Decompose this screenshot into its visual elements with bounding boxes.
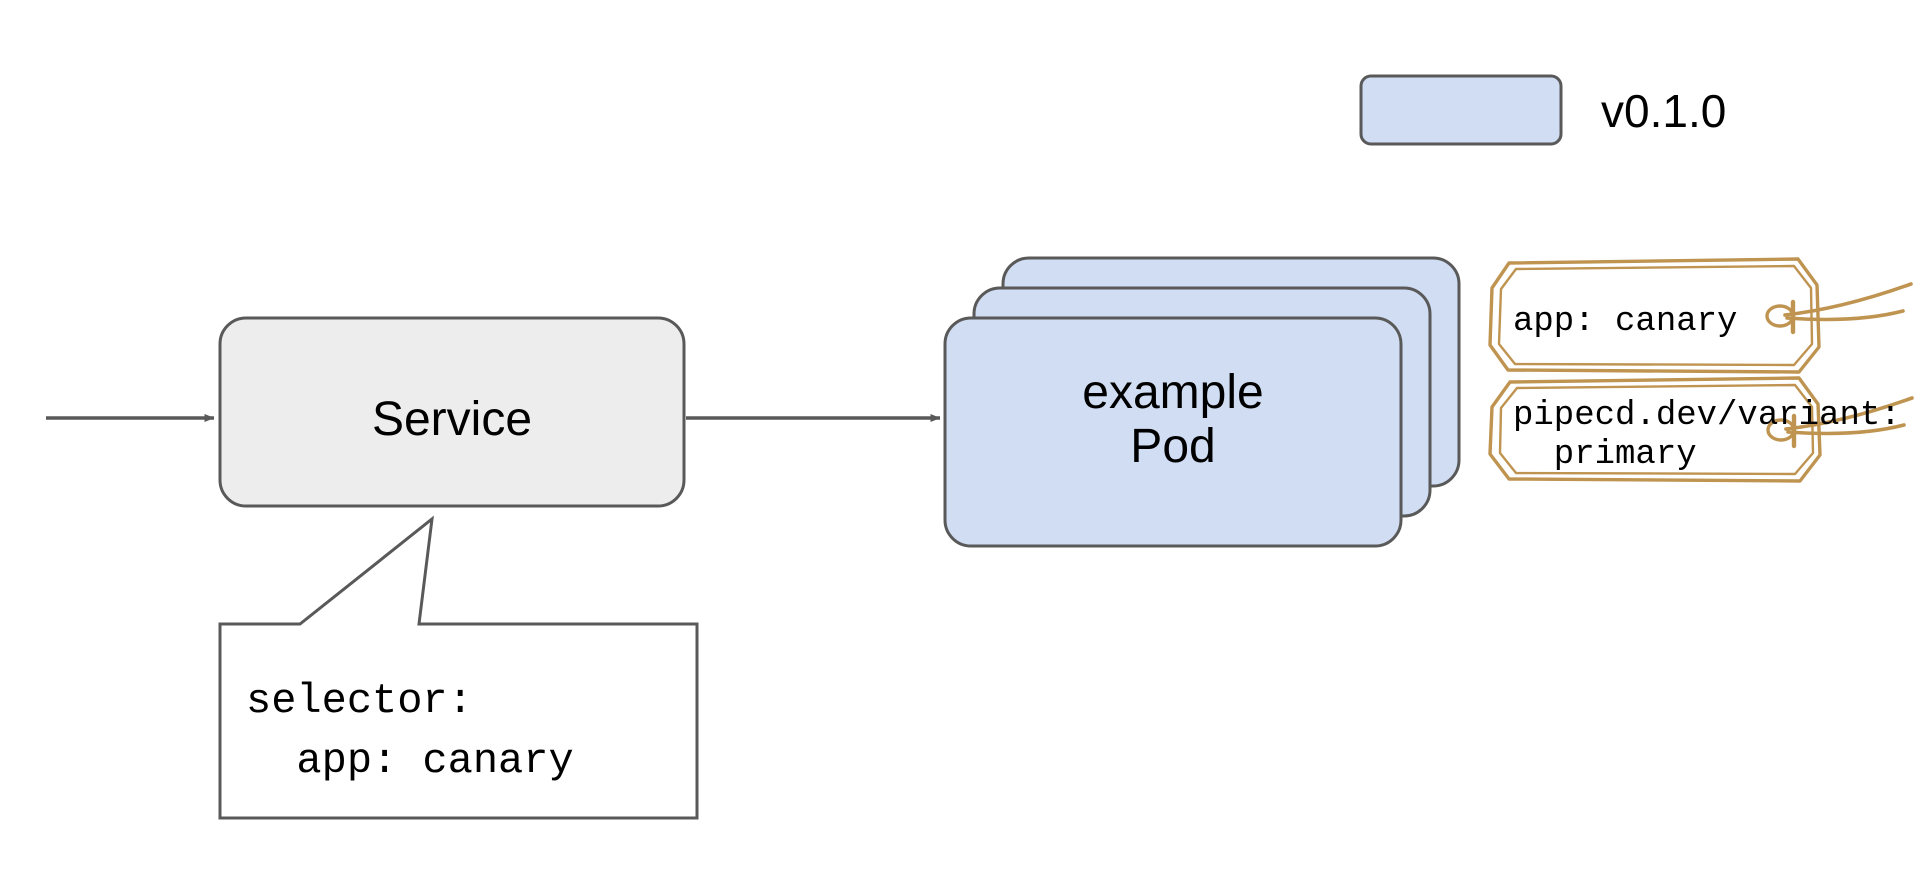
- service-node-box: [218, 316, 686, 508]
- tag-app-canary-text-0: app: canary: [1513, 303, 1737, 341]
- tag-app-canary-string-second: [1785, 309, 1905, 322]
- tag-pipecd-variant-string: [1784, 396, 1914, 431]
- tag-pipecd-variant: pipecd.dev/variant: primary: [1488, 376, 1914, 483]
- selector-callout-shape: [218, 515, 699, 820]
- service-node[interactable]: Service: [218, 316, 686, 508]
- tag-pipecd-variant-outline-outer: [1488, 376, 1822, 483]
- pod-node-label-line2: Pod: [1130, 420, 1215, 473]
- pod-stack[interactable]: example Pod: [943, 256, 1461, 548]
- tag-app-canary-string: [1783, 282, 1913, 317]
- tag-pipecd-variant-outline-inner: [1498, 383, 1815, 476]
- service-node-label: Service: [372, 393, 532, 446]
- selector-callout-line1: selector:: [246, 677, 473, 725]
- pod-replica-front: [943, 316, 1403, 548]
- legend-swatch: [1359, 74, 1563, 146]
- legend-label: v0.1.0: [1601, 85, 1726, 137]
- tag-app-canary-outline-outer: [1488, 257, 1821, 374]
- selector-callout-line2: app: canary: [246, 737, 574, 785]
- tag-app-canary: app: canary: [1488, 257, 1913, 374]
- tag-pipecd-variant-string-second: [1786, 423, 1906, 436]
- tag-pipecd-variant-text-1: primary: [1513, 436, 1697, 474]
- tag-pipecd-variant-text-0: pipecd.dev/variant:: [1513, 397, 1901, 435]
- legend: v0.1.0: [1359, 74, 1726, 146]
- selector-callout: selector: app: canary: [218, 515, 699, 820]
- tag-app-canary-outline-inner: [1497, 264, 1814, 367]
- pod-node-label-line1: example: [1082, 366, 1263, 419]
